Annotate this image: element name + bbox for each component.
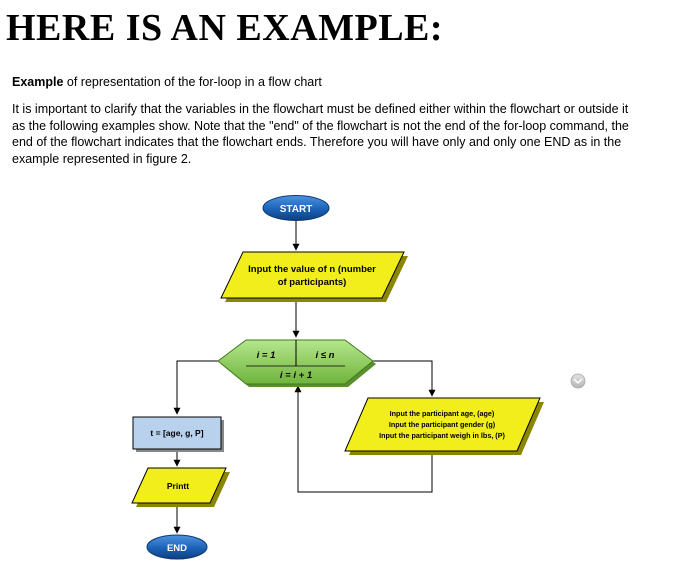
for-loop-hexagon: i = 1 i ≤ n i = i + 1 — [217, 339, 376, 387]
explanation-paragraph: It is important to clarify that the vari… — [12, 101, 662, 167]
body-label-line1: Input the participant age, (age) — [390, 409, 495, 418]
start-label: START — [280, 204, 313, 215]
loop-init-label: i = 1 — [257, 350, 276, 361]
paragraph-line: end of the flowchart indicates that the … — [12, 135, 622, 149]
end-terminal: END — [146, 534, 208, 560]
arrow-loop-exit — [173, 360, 218, 415]
chevron-down-icon — [573, 378, 583, 384]
subtitle-rest: of representation of the for-loop in a f… — [63, 75, 322, 89]
loop-step-label: i = i + 1 — [280, 370, 312, 381]
print-label: Printt — [167, 481, 189, 491]
assign-box: t = [age, g, P] — [132, 416, 224, 452]
print-box: Printt — [131, 467, 230, 507]
body-label-line2: Input the participant gender (g) — [389, 420, 496, 429]
arrow-body-return — [294, 385, 433, 493]
scroll-down-button[interactable] — [570, 373, 586, 389]
loop-body-box: Input the participant age, (age) Input t… — [344, 397, 544, 455]
example-subtitle: Example of representation of the for-loo… — [12, 74, 322, 90]
input-n-label-line2: of participants) — [278, 277, 347, 288]
connectors — [173, 220, 436, 534]
subtitle-bold: Example — [12, 75, 64, 89]
start-terminal: START — [262, 195, 330, 221]
end-label: END — [167, 543, 187, 554]
paragraph-line: It is important to clarify that the vari… — [12, 102, 629, 116]
assign-label: t = [age, g, P] — [150, 428, 203, 438]
paragraph-line: example represented in figure 2. — [12, 151, 192, 166]
input-n-label-line1: Input the value of n (number — [248, 264, 376, 275]
arrow-loop-to-body — [372, 360, 436, 397]
page-heading: HERE IS AN EXAMPLE: — [6, 7, 444, 49]
input-n-box: Input the value of n (number of particip… — [220, 251, 408, 302]
loop-condition-label: i ≤ n — [316, 350, 335, 361]
body-label-line3: Input the participant weigh in lbs, (P) — [379, 431, 505, 440]
paragraph-line: as the following examples show. Note tha… — [12, 118, 629, 133]
